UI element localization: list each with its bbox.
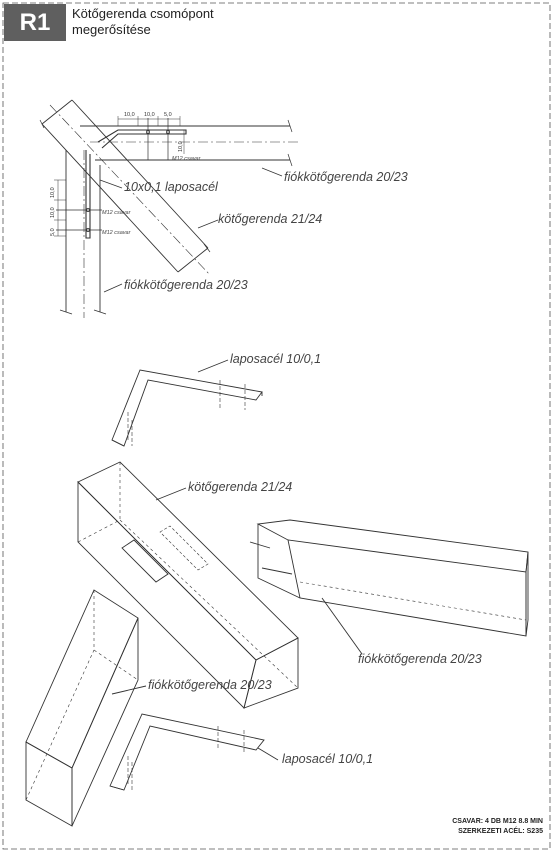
- dim-left-2: 10,0: [50, 207, 56, 218]
- dim-right: 10,0: [178, 141, 184, 152]
- label-exploded-beam-right: fiókkötőgerenda 20/23: [358, 652, 482, 666]
- label-plan-beam-top: fiókkötőgerenda 20/23: [284, 170, 408, 184]
- plan-view: [39, 99, 300, 318]
- label-plate-top: laposacél 10/0,1: [230, 352, 322, 366]
- tie-beam-box: [77, 461, 299, 709]
- title-line-2: megerősítése: [72, 22, 151, 37]
- dim-top-1: 10,0: [124, 112, 135, 118]
- bolt-label-top: M12 csavar: [172, 156, 201, 162]
- dim-left-3: 5,0: [50, 228, 56, 236]
- steel-plate-bottom: [109, 713, 279, 791]
- right-branch-beam: [249, 519, 529, 655]
- title-line-1: Kötőgerenda csomópont: [72, 6, 214, 21]
- label-plan-tie-beam: kötőgerenda 21/24: [218, 212, 323, 226]
- dim-top-2: 10,0: [144, 112, 155, 118]
- spec-bolts: CSAVAR: 4 DB M12 8.8 MIN: [452, 818, 543, 825]
- bolt-label-left-2: M12 csavar: [102, 230, 131, 236]
- steel-plate-top: [111, 359, 263, 447]
- drawing-code-badge: R1: [4, 4, 66, 41]
- exploded-view: [25, 359, 529, 827]
- label-exploded-tie-beam: kötőgerenda 21/24: [188, 480, 293, 494]
- dim-left-1: 10,0: [50, 187, 56, 198]
- label-plate-bottom: laposacél 10/0,1: [282, 752, 374, 766]
- dim-top-3: 5,0: [164, 112, 172, 118]
- left-branch-beam: [25, 589, 147, 827]
- drawing-title: Kötőgerenda csomópont megerősítése: [72, 6, 214, 38]
- label-exploded-beam-left: fiókkötőgerenda 20/23: [148, 678, 272, 692]
- spec-steel: SZERKEZETI ACÉL: S235: [458, 828, 543, 835]
- label-plan-beam-left: fiókkötőgerenda 20/23: [124, 278, 248, 292]
- bolt-label-left-1: M12 csavar: [102, 210, 131, 216]
- label-plan-plate: 10x0,1 laposacél: [124, 180, 218, 194]
